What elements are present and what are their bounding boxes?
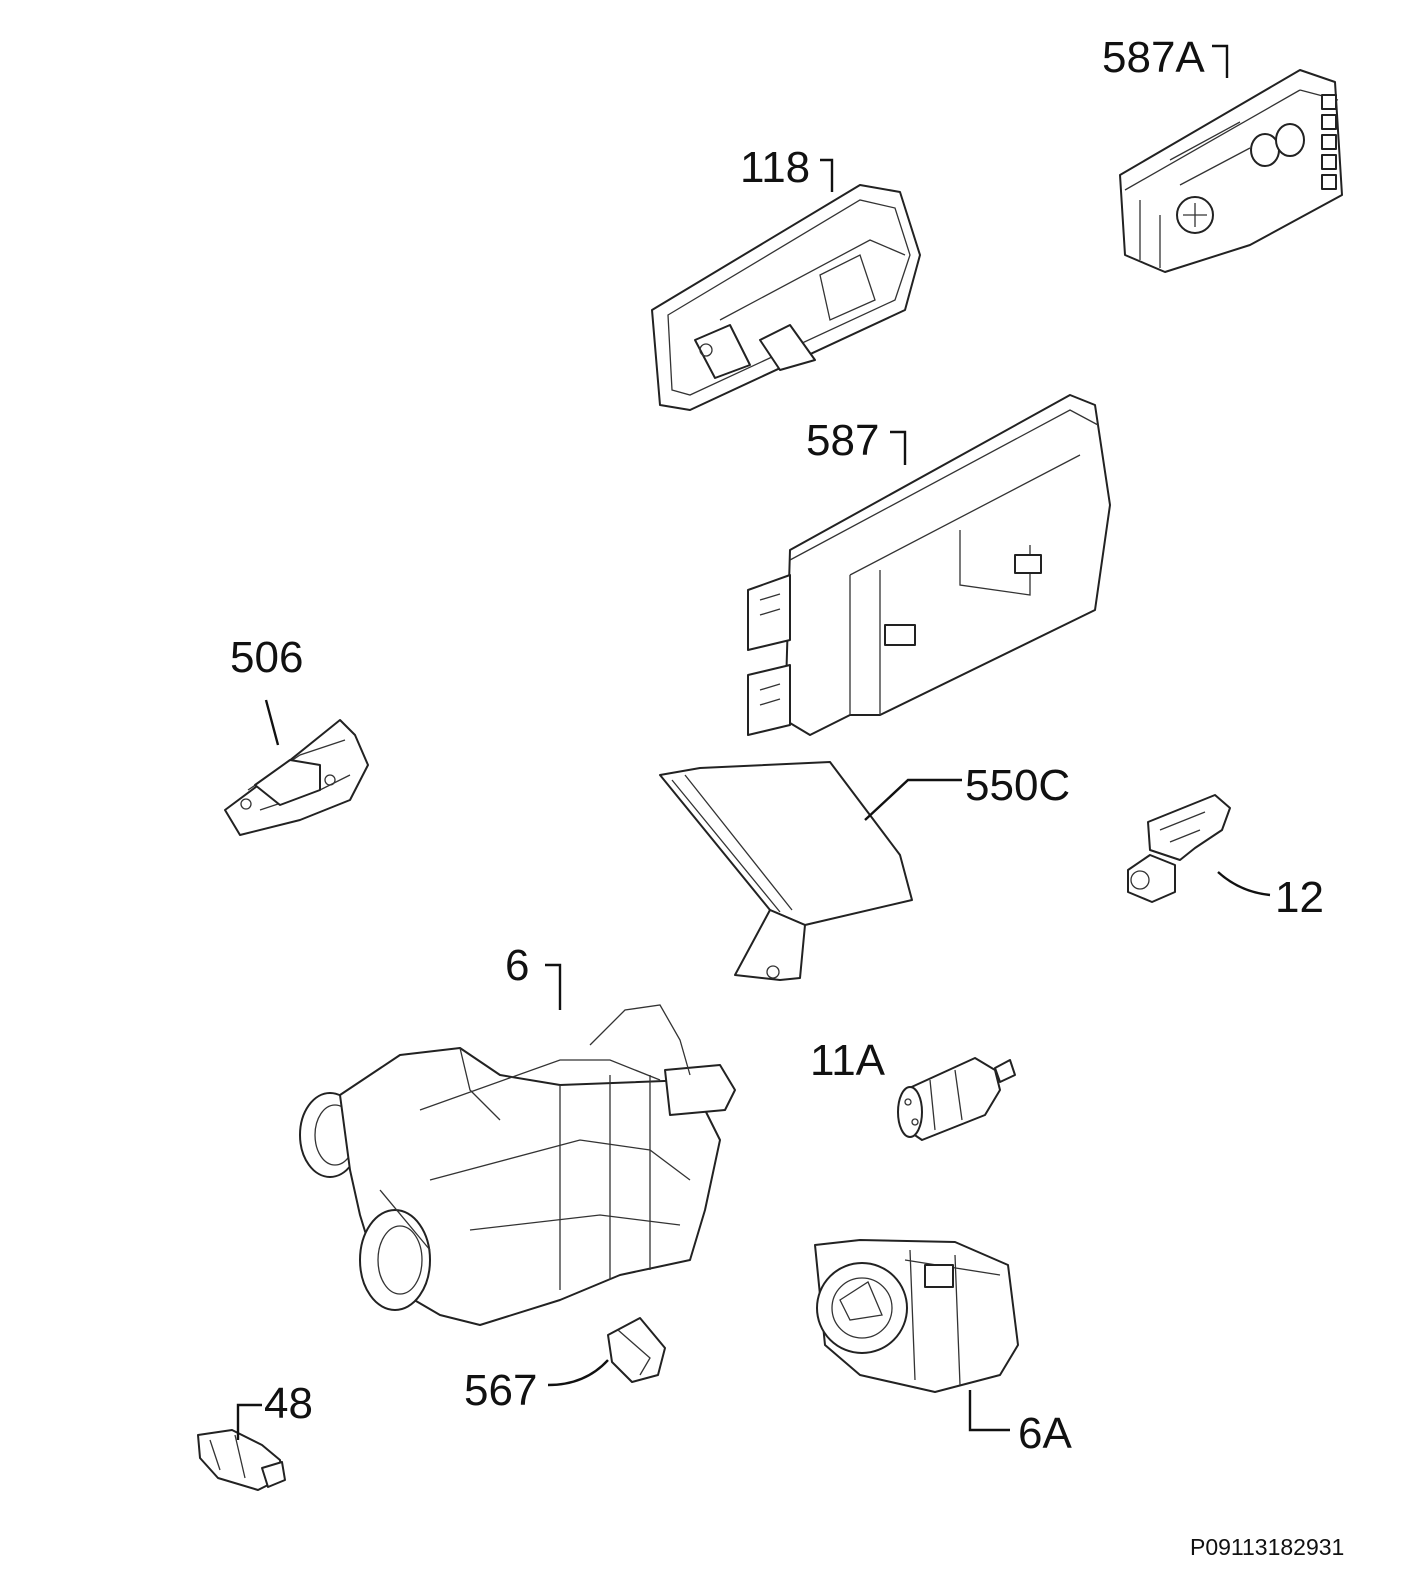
label-11A: 11A	[810, 1036, 886, 1085]
part-587A[interactable]	[1119, 69, 1343, 273]
callout-550C: 550C	[864, 761, 1070, 821]
label-6: 6	[505, 941, 529, 990]
part-11A[interactable]	[897, 1057, 1016, 1141]
part-118[interactable]	[651, 184, 921, 411]
part-12[interactable]	[1127, 794, 1231, 903]
callout-506: 506	[230, 633, 303, 746]
callout-587: 587	[806, 416, 907, 465]
label-6A: 6A	[1018, 1409, 1072, 1458]
label-587A: 587A	[1102, 33, 1205, 82]
part-506[interactable]	[224, 719, 369, 836]
callout-587A: 587A	[1102, 33, 1229, 82]
label-506: 506	[230, 633, 303, 682]
part-550C[interactable]	[659, 761, 913, 981]
callout-118: 118	[740, 143, 834, 192]
label-118: 118	[740, 143, 810, 192]
callout-6: 6	[505, 941, 562, 1010]
part-587[interactable]	[747, 394, 1111, 736]
callout-48: 48	[236, 1379, 313, 1440]
label-567: 567	[464, 1366, 537, 1415]
label-48: 48	[264, 1379, 313, 1428]
part-6[interactable]	[299, 1004, 736, 1326]
callout-12: 12	[1217, 871, 1324, 922]
drawing-code: P09113182931	[1190, 1534, 1344, 1560]
label-550C: 550C	[965, 761, 1070, 810]
part-48[interactable]	[197, 1429, 286, 1491]
callout-567: 567	[464, 1359, 609, 1415]
part-567[interactable]	[607, 1317, 666, 1383]
label-12: 12	[1275, 873, 1324, 922]
label-587: 587	[806, 416, 879, 465]
part-6A[interactable]	[814, 1239, 1019, 1393]
callout-11A: 11A	[810, 1036, 886, 1085]
callout-6A: 6A	[968, 1390, 1072, 1458]
